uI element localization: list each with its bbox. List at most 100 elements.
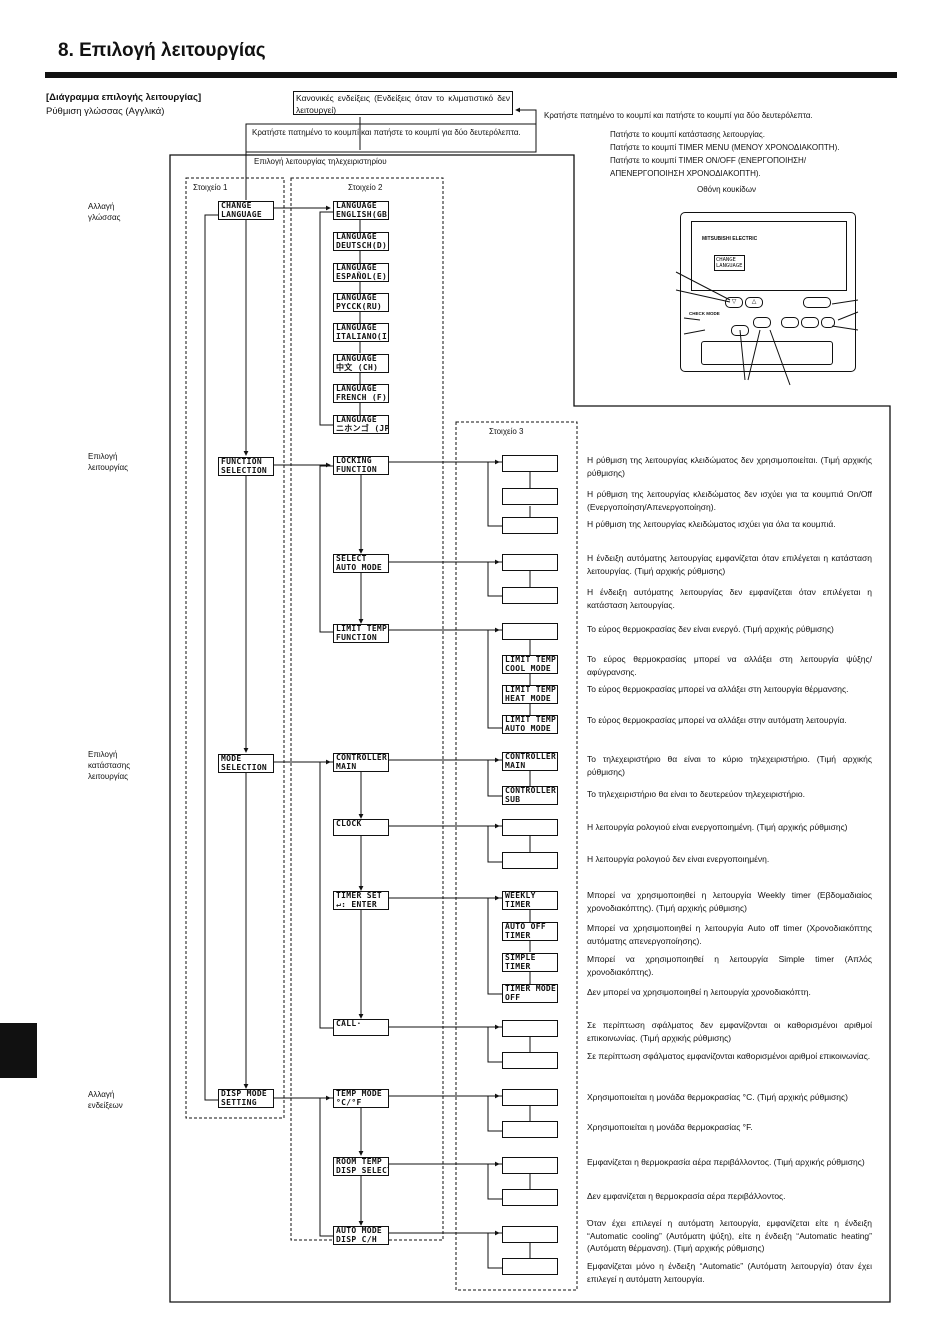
fan-button[interactable] xyxy=(801,317,819,328)
lcd-call: CALL· xyxy=(333,1019,389,1036)
desc-lock-3: Η ρύθμιση της λειτουργίας κλειδώματος ισ… xyxy=(587,519,836,529)
option-box xyxy=(502,1052,558,1069)
option-box xyxy=(502,819,558,836)
column-label-item2: Στοιχείο 2 xyxy=(348,183,383,192)
press-instruction-1: Πατήστε το κουμπί κατάστασης λειτουργίας… xyxy=(610,130,765,139)
option-box xyxy=(502,517,558,534)
diagram-subtitle: Ρύθμιση γλώσσας (Αγγλικά) xyxy=(46,106,165,117)
remote-controller: MITSUBISHI ELECTRIC CHANGE LANGUAGE ▽ △ … xyxy=(680,212,856,372)
option-box xyxy=(502,1189,558,1206)
option-box xyxy=(502,455,558,472)
press-instruction-4: ΑΠΕΝΕΡΓΟΠΟΙΗΣΗ ΧΡΟΝΟΔΙΑΚΟΠΤΗ). xyxy=(610,169,761,178)
vane-button[interactable] xyxy=(821,317,835,328)
desc-disp-2: Εμφανίζεται μόνο η ένδειξη “Automatic” (… xyxy=(587,1261,872,1284)
desc-timer-4: Δεν μπορεί να χρησιμοποιηθεί η λειτουργί… xyxy=(587,987,811,997)
option-box xyxy=(502,1258,558,1275)
check-mode-label: CHECK MODE xyxy=(689,311,720,316)
remote-function-label: Επιλογή λειτουργίας τηλεχειριστηρίου xyxy=(254,157,387,166)
desc-temp-1: Χρησιμοποιείται η μονάδα θερμοκρασίας °C… xyxy=(587,1092,848,1102)
desc-call-2: Σε περίπτωση σφάλματος εμφανίζονται καθο… xyxy=(587,1051,871,1061)
lcd-screen-label: Οθόνη κουκίδων xyxy=(697,185,756,194)
remote-screen-line-1: CHANGE xyxy=(716,257,736,263)
desc-temp-2: Χρησιμοποιείται η μονάδα θερμοκρασίας °F… xyxy=(587,1122,753,1132)
timer-menu-button[interactable] xyxy=(753,317,771,328)
option-box xyxy=(502,1121,558,1138)
mode-button[interactable] xyxy=(781,317,799,328)
option-box xyxy=(502,587,558,604)
desc-clock-1: Η λειτουργία ρολογιού είναι ενεργοποιημέ… xyxy=(587,822,848,832)
lcd-timer-set: TIMER SET↵: ENTER xyxy=(333,891,389,910)
desc-controller-2: Το τηλεχειριστήριο θα είναι το δευτερεύο… xyxy=(587,789,805,799)
column-label-item1: Στοιχείο 1 xyxy=(193,183,228,192)
press-instruction-2: Πατήστε το κουμπί TIMER MENU (ΜΕΝΟΥ ΧΡΟΝ… xyxy=(610,143,840,152)
desc-timer-1: Μπορεί να χρησιμοποιηθεί η λειτουργία We… xyxy=(587,890,872,913)
brand-logo: MITSUBISHI ELECTRIC xyxy=(702,236,758,242)
remote-cover xyxy=(701,341,833,365)
option-box xyxy=(502,488,558,505)
desc-timer-3: Μπορεί να χρησιμοποιηθεί η λειτουργία Si… xyxy=(587,954,872,977)
remote-screen-line-2: LANGUAGE xyxy=(716,263,743,269)
desc-disp-1: Όταν έχει επιλεγεί η αυτόματη λειτουργία… xyxy=(587,1218,872,1253)
timer-down-button[interactable] xyxy=(731,325,749,336)
lcd-temp-mode: TEMP MODE°C/°F xyxy=(333,1089,389,1108)
desc-limit-4: Το εύρος θερμοκρασίας μπορεί να αλλάξει … xyxy=(587,715,847,725)
temp-up-button[interactable]: △ xyxy=(745,297,763,308)
desc-auto-1: Η ένδειξη αυτόματης λειτουργίας εμφανίζε… xyxy=(587,553,872,576)
desc-auto-2: Η ένδειξη αυτόματης λειτουργίας δεν εμφα… xyxy=(587,587,872,610)
option-box xyxy=(502,554,558,571)
option-box xyxy=(502,623,558,640)
title-rule xyxy=(45,72,897,78)
normal-display-note: Κανονικές ενδείξεις (Ενδείξεις όταν το κ… xyxy=(293,91,513,115)
hold-button-right: Κρατήστε πατημένο το κουμπί και πατήστε … xyxy=(544,111,813,120)
lcd-clock: CLOCK xyxy=(333,819,389,836)
diagram-title: [Διάγραμμα επιλογής λειτουργίας] xyxy=(46,92,202,103)
desc-controller-1: Το τηλεχειριστήριο θα είναι το κύριο τηλ… xyxy=(587,754,872,777)
desc-call-1: Σε περίπτωση σφάλματος δεν εμφανίζονται … xyxy=(587,1020,872,1043)
desc-timer-2: Μπορεί να χρησιμοποιηθεί η λειτουργία Au… xyxy=(587,923,872,946)
option-box xyxy=(502,1089,558,1106)
desc-room-1: Εμφανίζεται η θερμοκρασία αέρα περιβάλλο… xyxy=(587,1157,865,1167)
desc-limit-1: Το εύρος θερμοκρασίας δεν είναι ενεργό. … xyxy=(587,624,834,634)
option-box xyxy=(502,1020,558,1037)
on-off-button[interactable] xyxy=(803,297,831,308)
column-label-item3: Στοιχείο 3 xyxy=(489,427,524,436)
desc-limit-3: Το εύρος θερμοκρασίας μπορεί να αλλάξει … xyxy=(587,684,849,694)
desc-lock-1: Η ρύθμιση της λειτουργίας κλειδώματος δε… xyxy=(587,455,872,478)
option-box xyxy=(502,1226,558,1243)
press-instruction-3: Πατήστε το κουμπί TIMER ON/OFF (ΕΝΕΡΓΟΠΟ… xyxy=(610,156,807,165)
remote-screen: CHANGE LANGUAGE xyxy=(714,255,745,271)
section-tab xyxy=(0,1023,37,1078)
temp-down-button[interactable]: ▽ xyxy=(725,297,743,308)
desc-clock-2: Η λειτουργία ρολογιού δεν είναι ενεργοπο… xyxy=(587,854,770,864)
remote-panel: MITSUBISHI ELECTRIC CHANGE LANGUAGE xyxy=(691,221,847,291)
desc-limit-2: Το εύρος θερμοκρασίας μπορεί να αλλάξει … xyxy=(587,654,872,677)
